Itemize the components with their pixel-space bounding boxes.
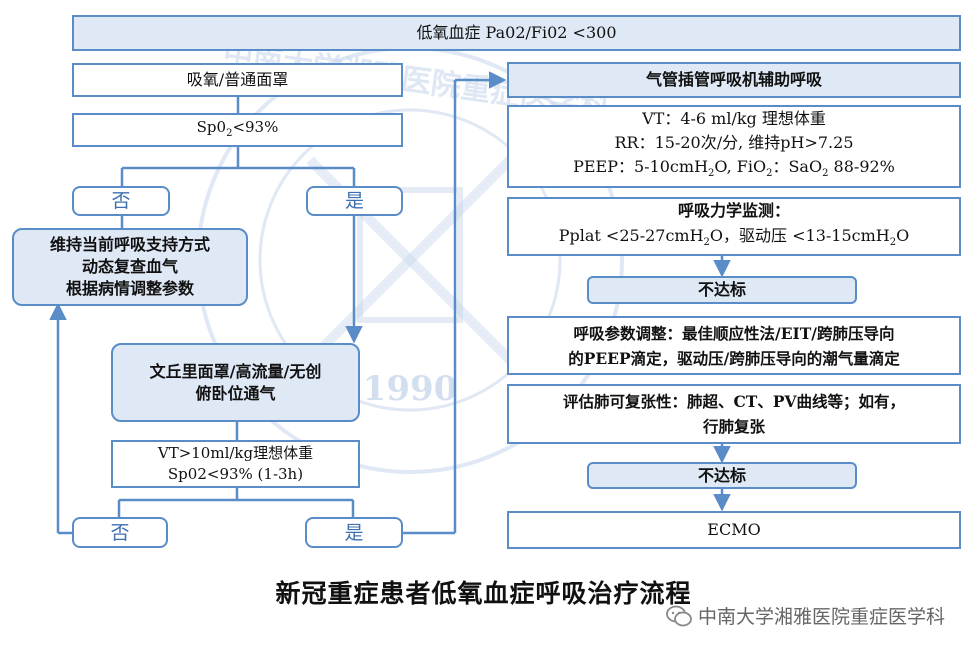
adjust-line-1: 呼吸参数调整：最佳顺应性法/EIT/跨肺压导向 xyxy=(573,323,895,343)
spo2-box: Sp02<93% xyxy=(72,113,403,147)
flowchart-title: 新冠重症患者低氧血症呼吸治疗流程 xyxy=(275,579,692,608)
maintain-line-2: 动态复查血气 xyxy=(81,257,178,276)
no-label-2: 否 xyxy=(110,521,130,544)
maintain-box: 维持当前呼吸支持方式 动态复查血气 根据病情调整参数 xyxy=(12,228,248,306)
maintain-line-3: 根据病情调整参数 xyxy=(65,279,194,298)
recruitability-box: 评估肺可复张性：肺超、CT、PV曲线等；如有， 行肺复张 xyxy=(507,384,961,444)
peep-setting: PEEP：5-10cmH2O, FiO2：SaO2 88-92% xyxy=(573,156,895,180)
ecmo-label: ECMO xyxy=(707,520,761,539)
parameter-adjust-box: 呼吸参数调整：最佳顺应性法/EIT/跨肺压导向 的PEEP滴定，驱动压/跨肺压导… xyxy=(507,316,961,375)
fail-label-2: 不达标 xyxy=(697,465,746,485)
brand-footer: 中南大学湘雅医院重症医学科 xyxy=(666,602,945,629)
maintain-line-1: 维持当前呼吸支持方式 xyxy=(49,235,210,254)
brand-text: 中南大学湘雅医院重症医学科 xyxy=(697,606,945,628)
venturi-box: 文丘里面罩/高流量/无创 俯卧位通气 xyxy=(111,343,360,422)
wechat-icon xyxy=(666,605,692,626)
venturi-line-1: 文丘里面罩/高流量/无创 xyxy=(149,361,322,381)
header-text: 低氧血症 Pa02/Fi02 <300 xyxy=(416,23,617,42)
assess-line-2: 行肺复张 xyxy=(702,417,765,436)
vt-line-1: VT>10ml/kg理想体重 xyxy=(157,444,314,462)
spo2-label: Sp02<93% xyxy=(196,117,279,139)
no-label-1: 否 xyxy=(111,190,131,212)
oxygen-mask-box: 吸氧/普通面罩 xyxy=(72,63,403,97)
fail-box-2: 不达标 xyxy=(587,462,857,489)
fail-box-1: 不达标 xyxy=(587,276,857,304)
yes-button-2: 是 xyxy=(305,517,403,548)
no-button-2: 否 xyxy=(72,517,168,548)
yes-label-2: 是 xyxy=(344,521,364,544)
fail-label-1: 不达标 xyxy=(697,280,746,299)
mechanics-title: 呼吸力学监测： xyxy=(677,200,790,220)
ventilator-settings-box: VT：4-6 ml/kg 理想体重 RR：15-20次/分, 维持pH>7.25… xyxy=(507,105,961,188)
rr-setting: RR：15-20次/分, 维持pH>7.25 xyxy=(614,132,854,152)
mechanics-box: 呼吸力学监测： Pplat <25-27cmH2O，驱动压 <13-15cmH2… xyxy=(507,197,961,256)
no-button-1: 否 xyxy=(72,186,170,216)
vt-setting: VT：4-6 ml/kg 理想体重 xyxy=(642,108,826,128)
oxygen-mask-label: 吸氧/普通面罩 xyxy=(186,70,289,89)
header-hypoxemia: 低氧血症 Pa02/Fi02 <300 xyxy=(72,15,961,51)
intubation-box: 气管插管呼吸机辅助呼吸 xyxy=(507,62,961,98)
intubation-label: 气管插管呼吸机辅助呼吸 xyxy=(645,70,822,89)
adjust-line-2: 的PEEP滴定，驱动压/跨肺压导向的潮气量滴定 xyxy=(568,348,900,368)
pplat-line: Pplat <25-27cmH2O，驱动压 <13-15cmH2O xyxy=(558,225,910,249)
vt-line-2: Sp02<93% (1-3h) xyxy=(167,465,304,483)
assess-line-1: 评估肺可复张性：肺超、CT、PV曲线等；如有， xyxy=(562,392,906,411)
yes-label-1: 是 xyxy=(344,190,364,212)
venturi-line-2: 俯卧位通气 xyxy=(195,383,276,403)
ecmo-box: ECMO xyxy=(507,511,961,549)
vt-box: VT>10ml/kg理想体重 Sp02<93% (1-3h) xyxy=(111,440,360,488)
yes-button-1: 是 xyxy=(306,186,403,216)
